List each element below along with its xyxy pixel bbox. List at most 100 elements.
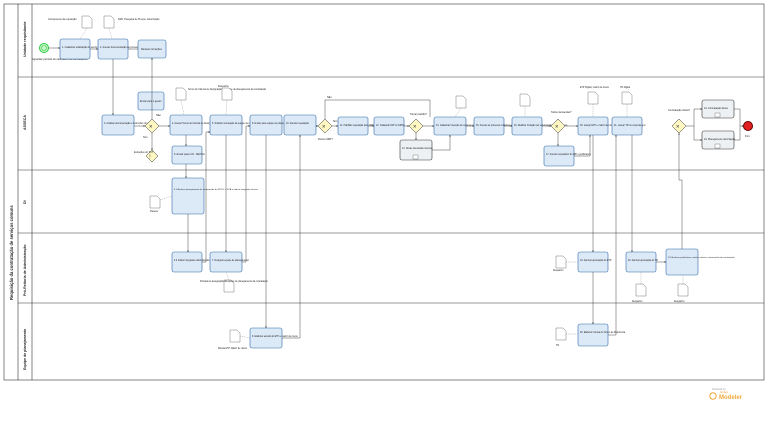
bizagi-watermark: Powered by bizagi Modeler <box>709 387 743 401</box>
doc-demandas <box>455 95 467 109</box>
svg-text:Sim: Sim <box>143 135 147 139</box>
lane-pro-reitoria: Pró-Reitoria de Administração <box>23 244 27 296</box>
doc-componente: Componente da requisição <box>48 15 93 29</box>
svg-text:4.2 Indicar integrante adminis: 4.2 Indicar integrante administrativo <box>174 259 211 262</box>
task-19[interactable]: 19. Aprovar aprovação do ETP <box>577 251 612 273</box>
svg-text:Componente da requisição: Componente da requisição <box>48 18 77 21</box>
svg-text:×: × <box>555 125 559 131</box>
doc-despacho-4: Despacho <box>674 283 689 303</box>
doc-despacho-3: Despacho <box>632 283 647 303</box>
svg-text:15. Anexar ao processo relatór: 15. Anexar ao processo relatórios gerado… <box>476 124 520 127</box>
svg-text:×: × <box>322 125 326 131</box>
svg-text:4.1 Analisar planejamento de c: 4.1 Analisar planejamento de contratação… <box>174 188 259 191</box>
svg-text:16. Realizar Cotação por autor: 16. Realizar Cotação por autorização dos… <box>514 124 568 127</box>
task-3[interactable]: 3. Analisar documentação e instruções do… <box>101 114 155 136</box>
task-24b[interactable]: 24. Planejamento da licitação <box>701 130 736 150</box>
svg-text:Contratação direta?: Contratação direta? <box>668 109 691 112</box>
sequence-flows <box>48 47 744 339</box>
svg-text:14. Cadastrar Intenção de comp: 14. Cadastrar Intenção de compra no SIPA… <box>436 124 482 127</box>
associations <box>79 27 684 339</box>
svg-text:Despacho: Despacho <box>553 270 564 272</box>
svg-text:DFD, Pesquisa de Preços, Autor: DFD, Pesquisa de Preços, Autorização <box>118 18 160 21</box>
svg-text:Portaria de designação da equi: Portaria de designação da equipe de plan… <box>200 280 269 283</box>
svg-text:!: ! <box>149 154 150 160</box>
task-22[interactable]: 22. Aprovar aprovação do TR <box>625 251 658 273</box>
task-5[interactable]: 5. Enviar para o DI - SEI/SIG <box>171 145 205 165</box>
end-event[interactable] <box>743 121 753 131</box>
svg-text:2. Anexar documentação ao proc: 2. Anexar documentação ao processo <box>100 46 141 49</box>
pool-title: Requisição da contratação de serviços co… <box>9 205 14 300</box>
svg-text:×: × <box>413 125 417 131</box>
end-label: Fim <box>745 134 750 138</box>
svg-text:Extrações do TCT: Extrações do TCT <box>134 151 154 154</box>
svg-text:Modeler: Modeler <box>719 395 743 401</box>
lane-equipe: Equipe de planejamento <box>23 328 27 370</box>
task-10[interactable]: 10. Atender requisição <box>283 114 317 136</box>
lane-ascom: ASSECA <box>23 115 27 130</box>
doc-etp-digital: ETP Digital, matriz de riscos <box>580 86 610 105</box>
svg-text:Não: Não <box>327 96 332 99</box>
svg-text:TR: TR <box>556 345 559 347</box>
svg-text:10. Atender requisição: 10. Atender requisição <box>286 122 310 125</box>
svg-text:Todos demandas?: Todos demandas? <box>551 111 572 114</box>
svg-text:7. Designar equipe de planejam: 7. Designar equipe de planejamento <box>212 259 250 262</box>
svg-text:24. Contratação direta: 24. Contratação direta <box>704 107 728 110</box>
task-21[interactable]: 21. Lançar TR no compras.gov <box>611 116 646 136</box>
svg-text:×: × <box>676 125 680 131</box>
lane-di: DI <box>23 200 27 204</box>
task-13[interactable]: 13. Novas demandas internas <box>399 139 433 161</box>
svg-text:13. Novas demandas internas: 13. Novas demandas internas <box>402 147 433 150</box>
svg-text:5. Enviar para o DI - SEI/SIG: 5. Enviar para o DI - SEI/SIG <box>174 153 205 156</box>
doc-dfd: DFD, Pesquisa de Preços, Autorização <box>103 15 160 29</box>
svg-text:Despacho: Despacho <box>632 301 643 303</box>
task-quest[interactable]: Enviar para o gestor <box>137 91 165 111</box>
svg-text:4. Anexar Termo de Ciência de: 4. Anexar Termo de Ciência de Designação <box>172 122 217 125</box>
svg-text:Despacho: Despacho <box>218 85 229 88</box>
start-label: Aguardar período do calendário de contra… <box>32 57 88 61</box>
svg-text:17. Anexar requisições do IRP: 17. Anexar requisições do IRP e justific… <box>546 153 591 156</box>
svg-text:9. Elaborar estudo do ETP e ma: 9. Elaborar estudo do ETP e matriz de ri… <box>252 335 299 338</box>
doc-tr: TR <box>555 327 567 347</box>
svg-text:6. Solicitar nomeação da equip: 6. Solicitar nomeação da equipe de plane… <box>212 122 263 125</box>
gateway-2[interactable]: × <box>317 118 333 134</box>
doc-relatorio <box>519 93 531 107</box>
svg-text:3. Analisar documentação e ins: 3. Analisar documentação e instruções do… <box>104 122 155 125</box>
svg-text:20. Elaborar minuta do Termo d: 20. Elaborar minuta do Termo de Referênc… <box>580 331 626 334</box>
doc-despacho-2: Despacho <box>553 255 567 272</box>
doc-parecer: Parecer <box>149 195 161 213</box>
svg-text:23. Realizar justificativa, av: 23. Realizar justificativa, avaliar crit… <box>668 256 735 259</box>
svg-text:Não: Não <box>156 113 161 117</box>
task-24a[interactable]: 24. Contratação direta <box>701 99 735 119</box>
doc-portaria: Portaria de designação da equipe de plan… <box>200 279 269 293</box>
svg-text:Parecer: Parecer <box>150 210 159 213</box>
doc-tr-digital: TR Digital <box>620 86 633 105</box>
svg-text:ETP Digital, matriz de riscos: ETP Digital, matriz de riscos <box>580 86 610 89</box>
svg-text:18. Lançar ETP e matriz de ris: 18. Lançar ETP e matriz de riscos no Com… <box>580 124 633 127</box>
svg-text:12. Cadastrar IRP no SIPAC: 12. Cadastrar IRP no SIPAC <box>376 124 405 127</box>
doc-minuta-etp: Minuta ETP, Matriz de riscos <box>218 329 248 350</box>
svg-text:×: × <box>149 125 153 131</box>
svg-text:1. Cadastrar solicitação de se: 1. Cadastrar solicitação de serviço no S… <box>62 46 110 49</box>
svg-text:Revisar correções: Revisar correções <box>141 47 163 51</box>
svg-text:8. Enviar para equipe de plane: 8. Enviar para equipe de planejamento <box>252 122 292 125</box>
svg-text:Sim: Sim <box>333 120 337 123</box>
start-event[interactable] <box>39 43 49 53</box>
svg-text:Enviar para o gestor: Enviar para o gestor <box>140 100 162 103</box>
svg-text:Powered by: Powered by <box>712 387 726 391</box>
svg-text:TR Digital: TR Digital <box>620 86 631 89</box>
gateway-extra[interactable]: ! <box>145 149 159 163</box>
lane-requisitante: Unidade requisitante <box>23 21 27 57</box>
svg-text:21. Lançar TR no compras.gov: 21. Lançar TR no compras.gov <box>614 124 646 127</box>
svg-text:Tomar padrão?: Tomar padrão? <box>410 113 427 116</box>
svg-text:24. Planejamento da licitação: 24. Planejamento da licitação <box>704 138 736 141</box>
doc-despacho-1: Despacho <box>218 85 233 101</box>
task-12[interactable]: 12. Cadastrar IRP no SIPAC <box>373 116 405 136</box>
svg-text:11. Habilitar requisição para: 11. Habilitar requisição para SRP <box>340 124 374 127</box>
task-revisar[interactable]: Revisar correções <box>137 39 167 59</box>
svg-text:Possui SRP?: Possui SRP? <box>318 138 333 141</box>
svg-text:Despacho: Despacho <box>674 301 685 303</box>
svg-text:22. Aprovar aprovação do TR: 22. Aprovar aprovação do TR <box>628 259 658 262</box>
svg-text:19. Aprovar aprovação do ETP: 19. Aprovar aprovação do ETP <box>580 259 612 262</box>
svg-text:Minuta ETP, Matriz de riscos: Minuta ETP, Matriz de riscos <box>218 347 248 350</box>
